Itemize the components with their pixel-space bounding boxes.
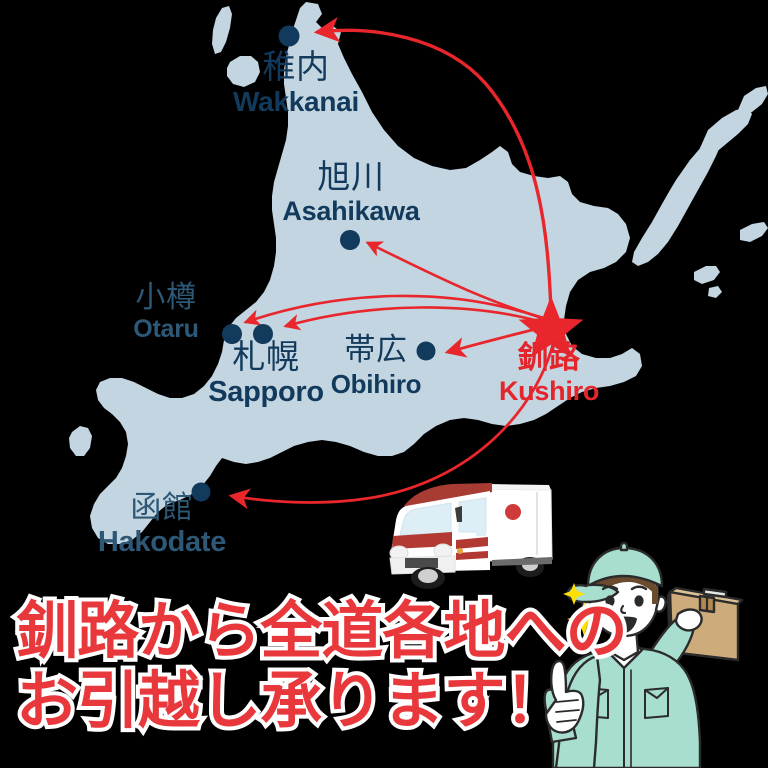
worker-mouth [612,616,637,633]
truck-front-grille [392,532,452,549]
route-kushiro-sapporo [283,306,544,331]
truck-license-plate [405,558,438,568]
truck-rear-window [476,529,486,536]
truck-turn-signal [457,548,463,554]
worker-thumbs-up-hand [544,659,585,734]
worker-cap-button [619,541,629,552]
sparkles [563,583,601,636]
pin-obihiro [416,341,436,361]
worker-eyebrow-left [601,585,619,591]
kunashiri-island [698,108,752,162]
pin-hakodate [191,482,211,502]
truck-side-mirror [455,506,462,522]
route-kushiro-obihiro [444,326,542,358]
delivery-worker [543,541,744,768]
worker-eyebrow-right [630,585,648,591]
kushiro-origin-star [518,296,584,358]
kei-truck [389,483,553,589]
pin-wakkanai [278,25,300,47]
truck-chassis-shadow [492,557,552,566]
route-kushiro-wakkanai [313,16,553,314]
sparkle-icon-small [563,583,585,605]
worker-pocket-right [644,687,669,719]
worker-sideburn-right [652,586,658,604]
rebun-island [212,6,232,54]
kunashiri-island-north [738,86,768,116]
worker-hand-fingers [555,699,580,723]
worker-right-hand [674,608,703,632]
shikotan-island [694,266,720,284]
worker-eye-right [634,595,644,607]
route-kushiro-otaru [243,294,544,326]
truck-side-stripe [456,537,488,549]
sparkle-icon-large [567,602,601,636]
truck-windshield [399,502,452,536]
rishiri-island [227,56,260,87]
truck-logo-circle [505,504,521,520]
pin-asahikawa [340,230,360,250]
worker-pocket-right-flap [644,687,669,699]
shiretoko-peninsula [632,134,722,266]
pin-sapporo [253,324,273,344]
hokkaido-mainland [90,2,642,544]
route-kushiro-hakodate [228,330,558,510]
truck-front-hub [418,569,438,583]
worker-cap-crown [586,546,664,588]
habomai-islets [740,222,768,242]
small-islet-east [708,286,722,298]
okushiri-island [69,426,92,456]
pin-otaru [222,324,242,344]
worker-eye-left [605,595,615,607]
land-shapes [69,2,768,544]
worker-ear-right [654,595,667,613]
truck-cargo-box-roof [487,484,551,490]
worker-nose [620,604,627,615]
truck-side-stripe-2 [456,551,488,560]
